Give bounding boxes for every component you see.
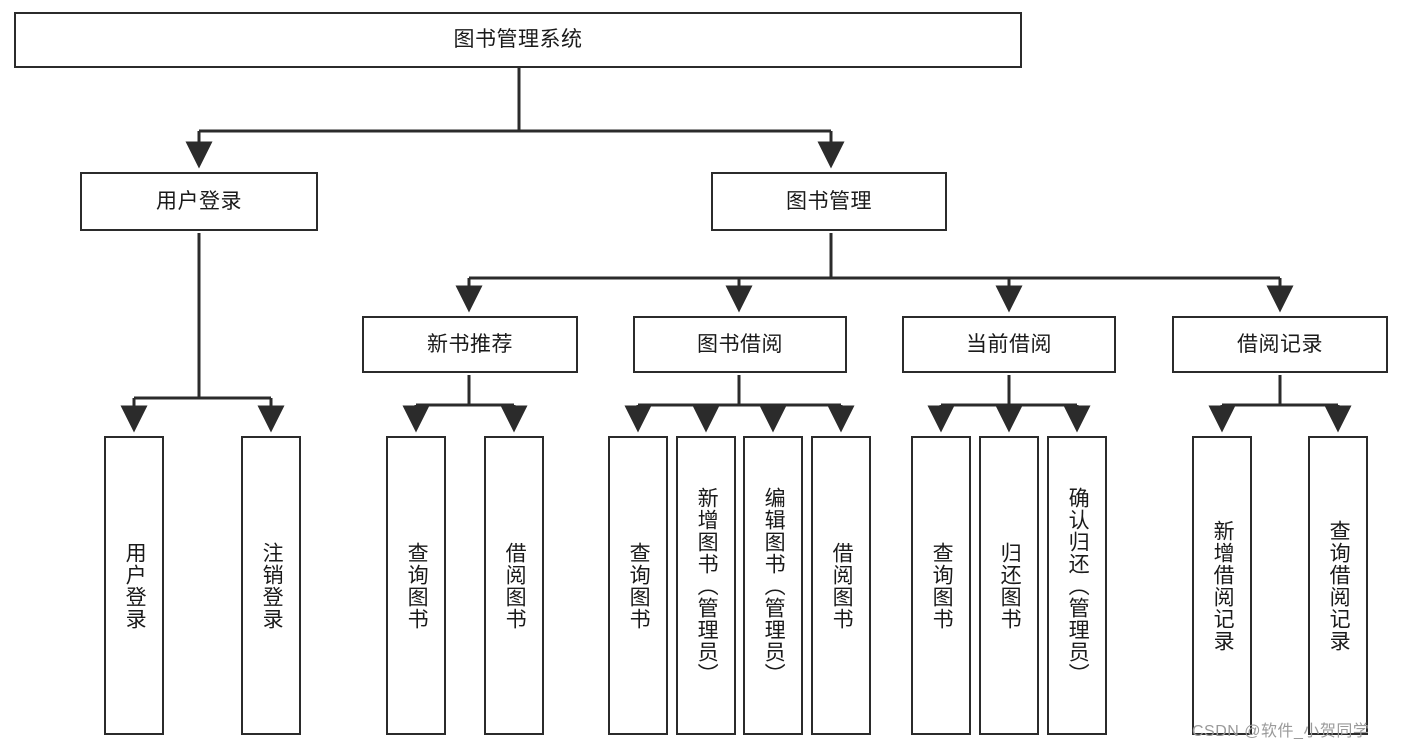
node-user-login[interactable]: 用户登录 bbox=[80, 172, 318, 231]
node-book-borrow[interactable]: 图书借阅 bbox=[633, 316, 847, 373]
leaf-edit-book-admin[interactable]: 编辑图书（管理员） bbox=[743, 436, 803, 735]
leaf-user-login[interactable]: 用户登录 bbox=[104, 436, 164, 735]
leaf-add-borrow-record[interactable]: 新增借阅记录 bbox=[1192, 436, 1252, 735]
leaf-user-logout[interactable]: 注销登录 bbox=[241, 436, 301, 735]
leaf-confirm-return-admin[interactable]: 确认归还（管理员） bbox=[1047, 436, 1107, 735]
leaf-add-book-admin[interactable]: 新增图书（管理员） bbox=[676, 436, 736, 735]
leaf-borrow-book-borrow[interactable]: 借阅图书 bbox=[811, 436, 871, 735]
node-current-borrow[interactable]: 当前借阅 bbox=[902, 316, 1116, 373]
node-root-system[interactable]: 图书管理系统 bbox=[14, 12, 1022, 68]
csdn-watermark: CSDN @软件_小贺同学 bbox=[1192, 723, 1370, 740]
leaf-query-book-new-book[interactable]: 查询图书 bbox=[386, 436, 446, 735]
leaf-return-book[interactable]: 归还图书 bbox=[979, 436, 1039, 735]
node-new-book-recommend[interactable]: 新书推荐 bbox=[362, 316, 578, 373]
node-borrow-record[interactable]: 借阅记录 bbox=[1172, 316, 1388, 373]
leaf-query-book-current[interactable]: 查询图书 bbox=[911, 436, 971, 735]
leaf-query-book-borrow[interactable]: 查询图书 bbox=[608, 436, 668, 735]
leaf-borrow-book-new-book[interactable]: 借阅图书 bbox=[484, 436, 544, 735]
leaf-query-borrow-record[interactable]: 查询借阅记录 bbox=[1308, 436, 1368, 735]
node-book-management[interactable]: 图书管理 bbox=[711, 172, 947, 231]
